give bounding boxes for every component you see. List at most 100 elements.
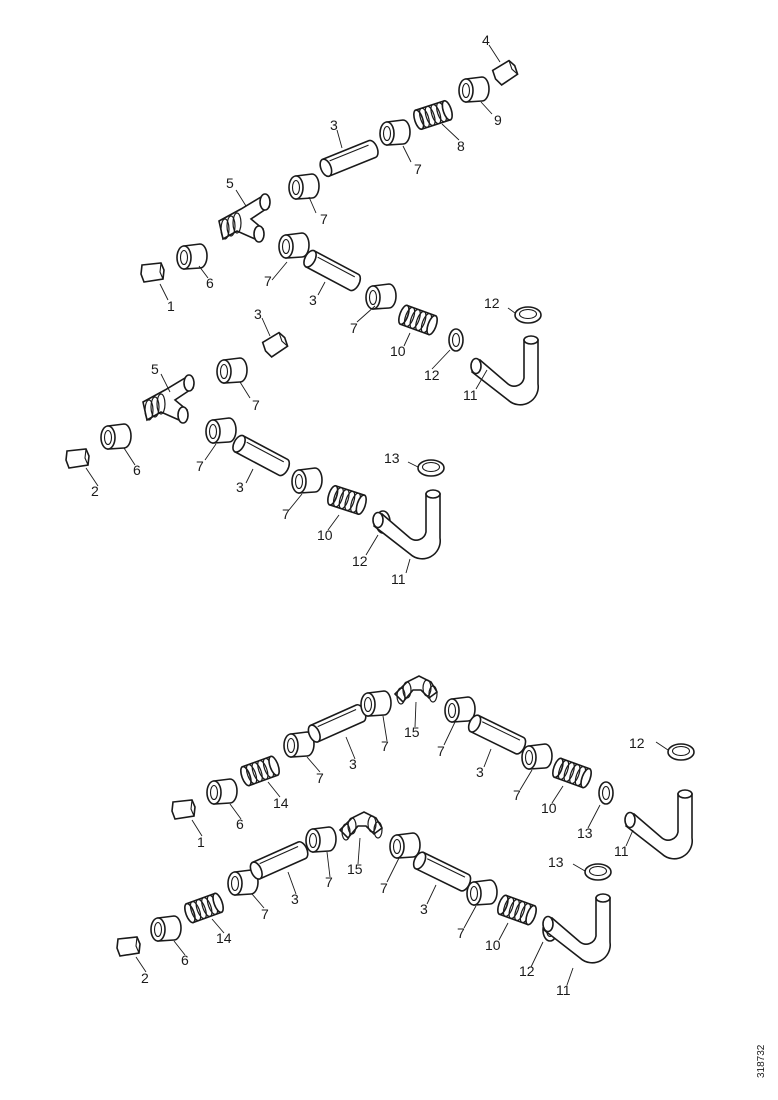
part-13-seal [417, 459, 445, 477]
callout-b7c: 7 [282, 506, 290, 522]
callout-c7c: 7 [437, 743, 445, 759]
part-7-coupling [278, 232, 310, 259]
callout-c10: 10 [541, 800, 557, 816]
part-7-coupling [305, 826, 337, 853]
callout-b2: 2 [91, 483, 99, 499]
callout-d7b: 7 [325, 874, 333, 890]
callout-a4: 4 [482, 32, 490, 48]
callout-d2: 2 [141, 970, 149, 986]
callout-c7b: 7 [381, 738, 389, 754]
callout-b10: 10 [317, 527, 333, 543]
callout-a6: 6 [206, 275, 214, 291]
callout-a10: 10 [390, 343, 406, 359]
callout-d7d: 7 [457, 925, 465, 941]
part-8-ribbed-fitting [411, 98, 455, 132]
callout-c13: 13 [577, 825, 593, 841]
callout-a7d: 7 [350, 320, 358, 336]
assembly-a: 1 6 5 7 3 7 8 9 4 7 3 7 10 12 11 12 [140, 32, 542, 406]
part-9-coupling [458, 76, 490, 103]
part-14-ribbed-fitting [237, 754, 283, 788]
part-10-ribbed-fitting [549, 756, 595, 790]
part-7-coupling [466, 879, 498, 906]
part-7-coupling [288, 173, 320, 200]
part-10-ribbed-fitting [325, 483, 369, 517]
callout-a7b: 7 [414, 161, 422, 177]
part-11-tail-pipe [470, 335, 540, 406]
part-4-plug [490, 58, 521, 88]
callout-b7b: 7 [196, 458, 204, 474]
part-6-coupling [176, 243, 208, 270]
part-6-coupling [206, 778, 238, 805]
part-10-ribbed-fitting [494, 893, 540, 927]
callout-d14: 14 [216, 930, 232, 946]
part-13-ring [598, 781, 614, 805]
callout-a3b: 3 [309, 292, 317, 308]
part-15-elbow [339, 811, 383, 841]
callout-d10: 10 [485, 937, 501, 953]
part-1-plug [171, 799, 196, 820]
callout-a11: 11 [463, 387, 478, 403]
callout-a12: 12 [424, 367, 440, 383]
callout-a1: 1 [167, 298, 175, 314]
part-5-branch [142, 374, 195, 424]
part-3-pipe [465, 712, 529, 757]
callout-a5: 5 [226, 175, 234, 191]
callout-c14: 14 [273, 795, 289, 811]
part-7-coupling [291, 467, 323, 494]
callout-d3b: 3 [420, 901, 428, 917]
callout-b7a: 7 [252, 397, 260, 413]
part-7-coupling [379, 119, 411, 146]
callout-c3b: 3 [476, 764, 484, 780]
part-3-pipe [229, 432, 293, 479]
callout-b13t: 13 [384, 450, 400, 466]
callout-b5: 5 [151, 361, 159, 377]
callout-a8: 8 [457, 138, 465, 154]
part-11-tail-pipe [372, 489, 442, 560]
part-11-tail-pipe [542, 893, 612, 964]
callout-c7d: 7 [513, 787, 521, 803]
part-3-pipe [247, 839, 311, 882]
callout-c3a: 3 [349, 756, 357, 772]
callout-a3: 3 [330, 117, 338, 133]
figure-number: 318732 [756, 1044, 767, 1078]
part-6-coupling [100, 423, 132, 450]
part-11-tail-pipe [624, 789, 694, 860]
callout-c11: 11 [614, 843, 629, 859]
part-3-plug [260, 330, 291, 360]
callout-b6: 6 [133, 462, 141, 478]
callout-d6: 6 [181, 952, 189, 968]
callout-a9: 9 [494, 112, 502, 128]
part-2-plug [116, 936, 141, 957]
part-3-pipe [410, 849, 474, 894]
callout-d15: 15 [347, 861, 363, 877]
callout-c7a: 7 [316, 770, 324, 786]
callout-c12t: 12 [629, 735, 645, 751]
callout-c1: 1 [197, 834, 205, 850]
part-2-plug [65, 448, 90, 469]
part-3-pipe [317, 137, 382, 179]
callout-b11: 11 [391, 571, 406, 587]
part-1-plug [140, 262, 165, 283]
part-7-coupling [205, 417, 237, 444]
part-6-coupling [150, 915, 182, 942]
part-15-elbow [394, 675, 438, 705]
callout-b3b: 3 [236, 479, 244, 495]
part-7-coupling [216, 357, 248, 384]
callout-d3a: 3 [291, 891, 299, 907]
part-7-coupling [389, 832, 421, 859]
part-7-coupling [360, 690, 392, 717]
part-12-seal [514, 306, 542, 324]
part-7-coupling [444, 696, 476, 723]
callout-a7a: 7 [320, 211, 328, 227]
callout-d13t: 13 [548, 854, 564, 870]
callout-a7c: 7 [264, 273, 272, 289]
assembly-b: 2 6 5 7 3 7 3 7 10 12 11 13 [65, 306, 445, 587]
callout-d11: 11 [556, 982, 571, 998]
callout-b3: 3 [254, 306, 262, 322]
assembly-d: 2 6 14 7 3 7 15 7 3 7 10 12 11 13 [116, 811, 612, 998]
part-7-coupling [365, 283, 397, 310]
callout-d12: 12 [519, 963, 535, 979]
callout-d7a: 7 [261, 906, 269, 922]
part-10-ribbed-fitting [395, 303, 441, 337]
